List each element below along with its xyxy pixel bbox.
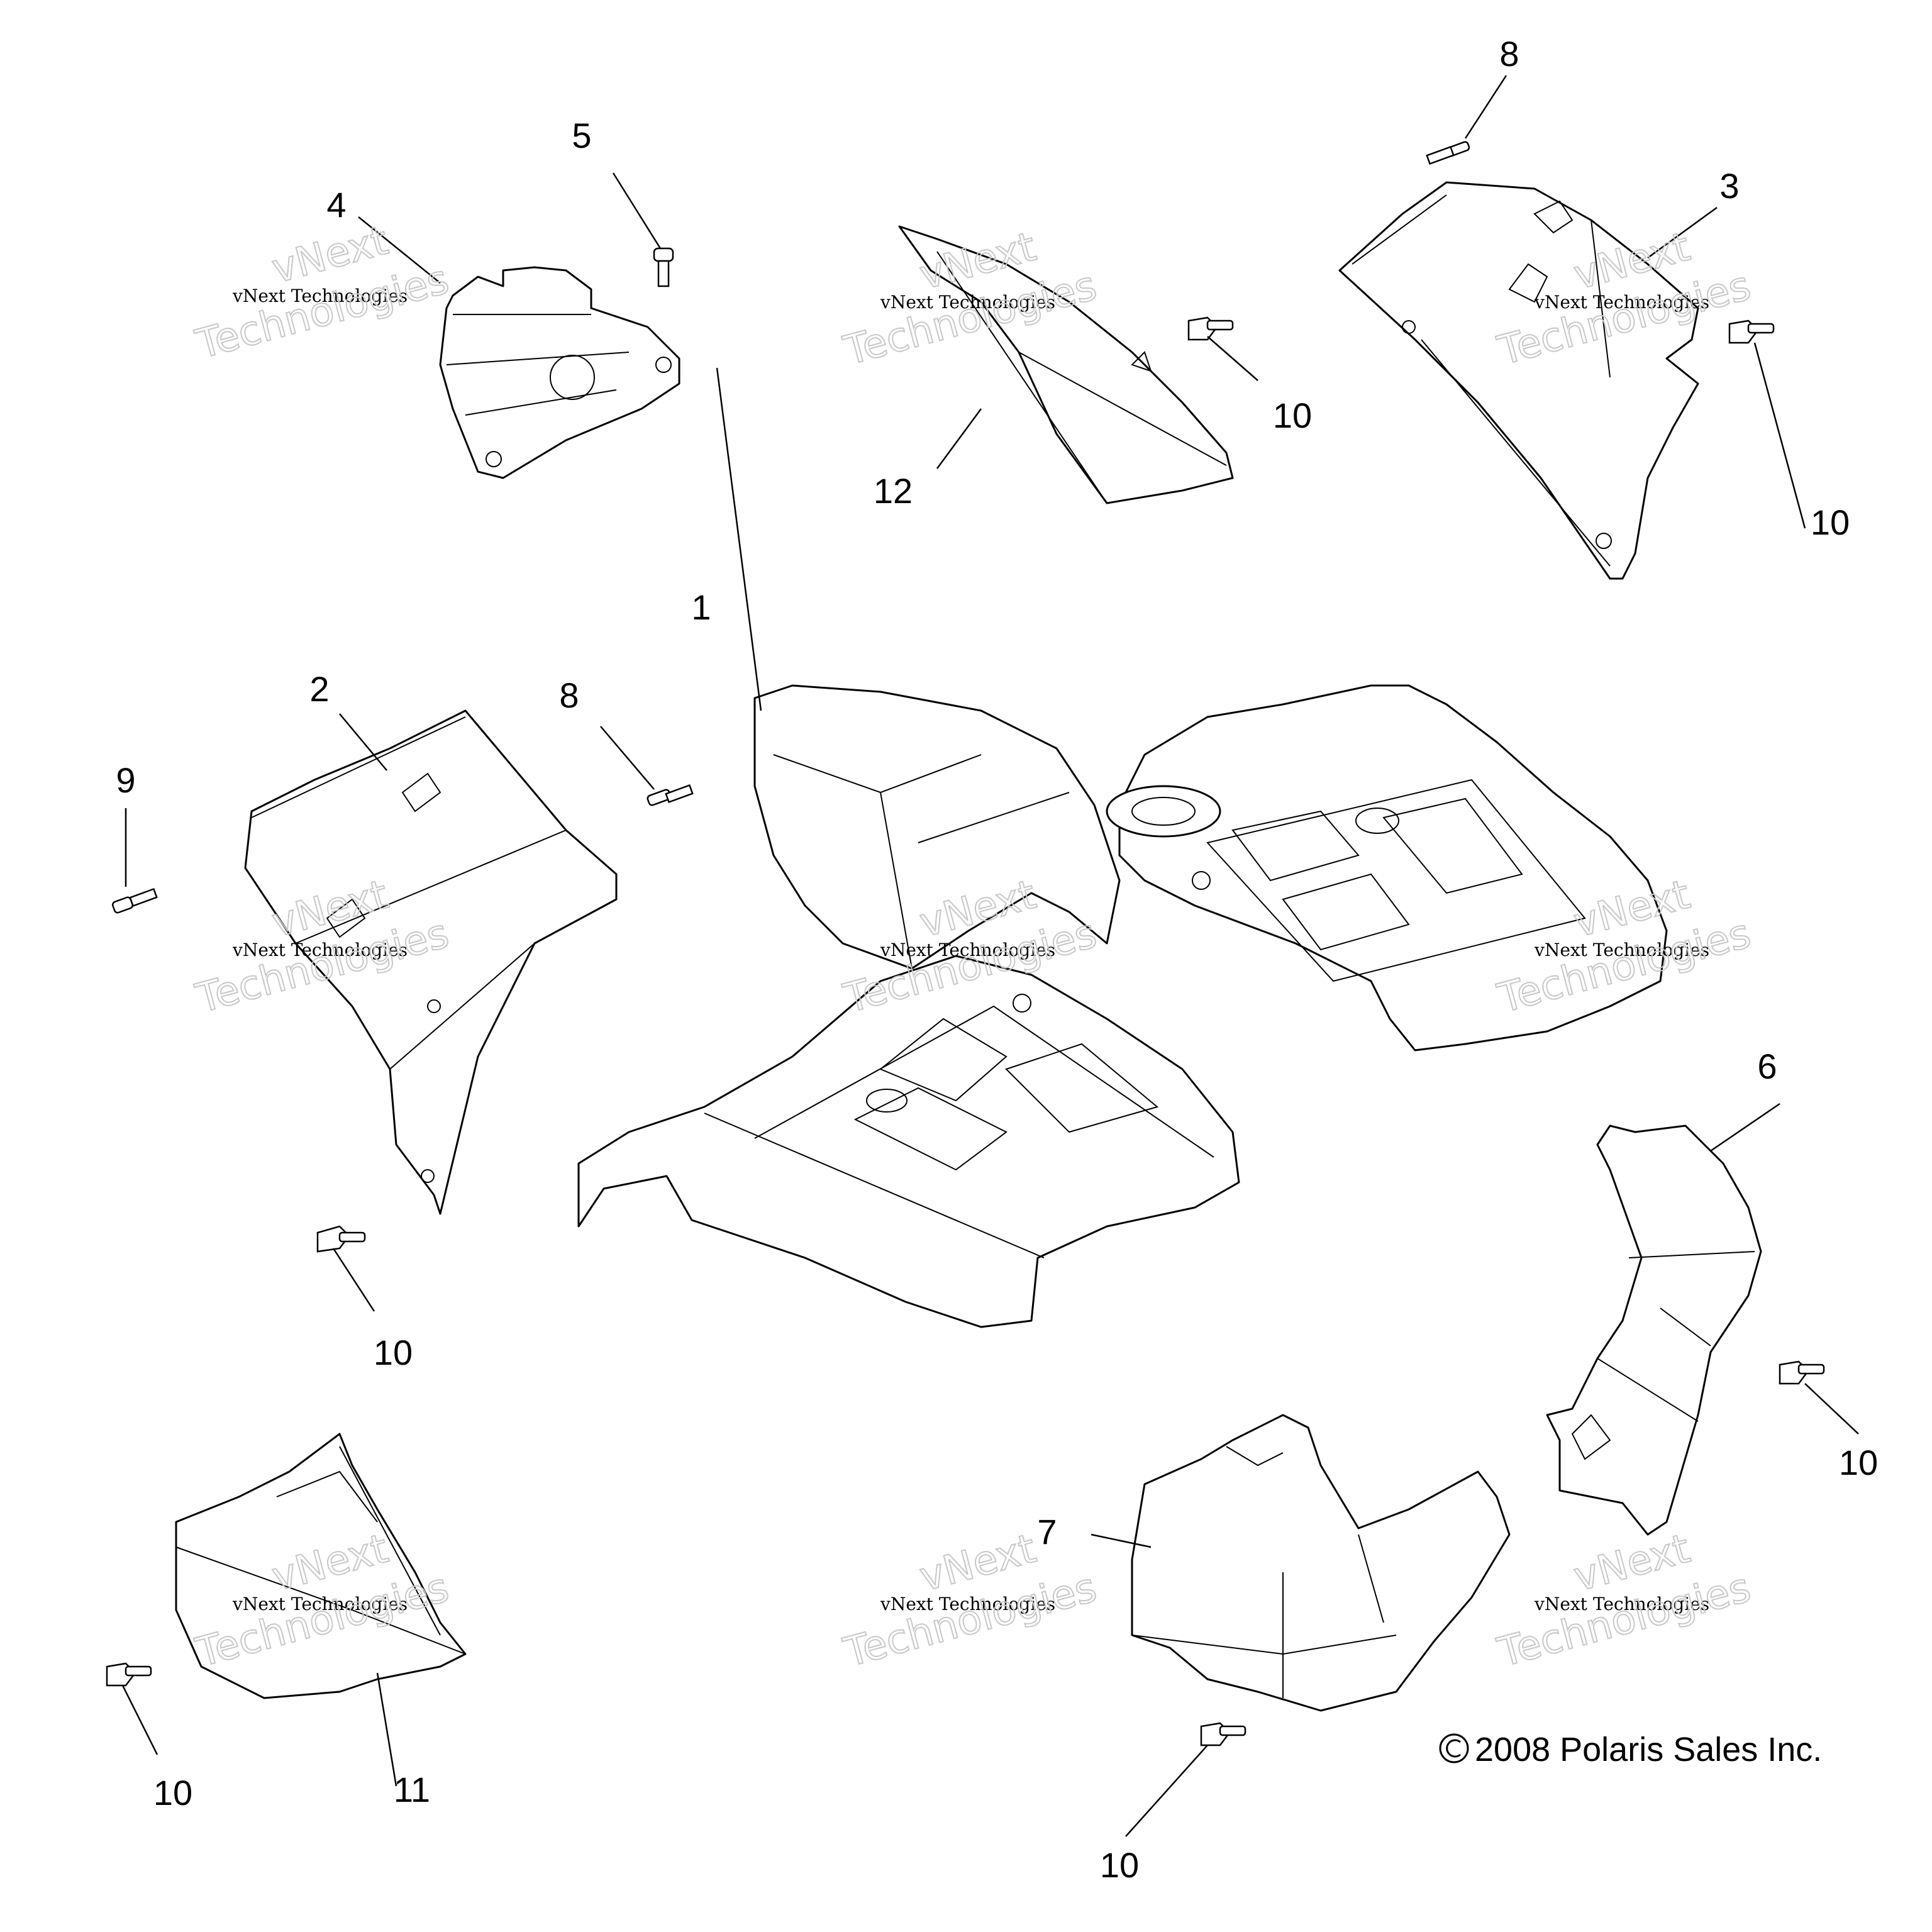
callout-12: 12 xyxy=(874,471,913,511)
rivet-10-b-fastener xyxy=(1187,316,1234,341)
watermark-bottom-center: vNext vNext Technologies Technologies xyxy=(838,1525,1102,1677)
svg-text:vNext Technologies: vNext Technologies xyxy=(1534,1594,1709,1614)
part-2-side-panel xyxy=(244,709,618,1215)
watermark-top-left: vNext vNext Technologies Technologies xyxy=(191,217,454,369)
screw-8-mid-fastener xyxy=(647,784,694,806)
callout-10-f: 10 xyxy=(153,1773,192,1813)
callout-11: 11 xyxy=(394,1770,430,1809)
part-4-cover xyxy=(439,266,680,479)
part-6-lower-panel xyxy=(1546,1124,1762,1536)
callout-6: 6 xyxy=(1757,1046,1777,1086)
svg-text:vNext Technologies: vNext Technologies xyxy=(1534,292,1709,313)
rivet-10-c-fastener xyxy=(1728,319,1775,344)
leader-lines xyxy=(121,75,1859,1837)
svg-text:vNext Technologies: vNext Technologies xyxy=(880,940,1055,960)
part-3-side-panel xyxy=(1338,181,1699,580)
screw-8-top-fastener xyxy=(1426,141,1470,165)
screw-9-fastener xyxy=(111,887,158,914)
svg-text:vNext Technologies: vNext Technologies xyxy=(232,286,408,306)
callout-9: 9 xyxy=(116,760,135,800)
rivet-10-a-fastener xyxy=(316,1225,366,1253)
callout-10-e: 10 xyxy=(1100,1845,1139,1885)
svg-text:vNext Technologies: vNext Technologies xyxy=(1534,940,1709,960)
callout-10-a: 10 xyxy=(374,1333,413,1372)
callout-1: 1 xyxy=(691,587,711,627)
copyright-text: 2008 Polaris Sales Inc. xyxy=(1475,1731,1822,1768)
svg-text:vNext Technologies: vNext Technologies xyxy=(880,292,1055,313)
callout-10-d: 10 xyxy=(1839,1443,1878,1482)
callout-5: 5 xyxy=(572,116,591,155)
callout-3: 3 xyxy=(1719,166,1739,206)
rivet-10-f-fastener xyxy=(106,1662,152,1687)
callout-8-mid: 8 xyxy=(559,675,579,715)
part-7-lower-cover xyxy=(1131,1414,1511,1712)
screw-5-fastener xyxy=(653,247,674,287)
rivet-10-e-fastener xyxy=(1200,1722,1246,1746)
callout-10-b: 10 xyxy=(1273,396,1312,435)
callout-10-c: 10 xyxy=(1811,502,1850,542)
callout-4: 4 xyxy=(326,185,346,225)
part-11-bracket xyxy=(175,1433,467,1699)
callout-8-top: 8 xyxy=(1499,34,1519,74)
svg-text:vNext Technologies: vNext Technologies xyxy=(232,1594,408,1614)
svg-text:vNext Technologies: vNext Technologies xyxy=(880,1594,1055,1614)
callout-2: 2 xyxy=(309,669,329,709)
part-1-fender-assembly xyxy=(577,684,1668,1328)
svg-text:vNext Technologies: vNext Technologies xyxy=(232,940,408,960)
copyright-icon xyxy=(1439,1733,1469,1763)
watermark-bottom-right: vNext vNext Technologies Technologies xyxy=(1492,1525,1756,1677)
callout-7: 7 xyxy=(1037,1512,1057,1552)
copyright-notice: 2008 Polaris Sales Inc. xyxy=(1439,1731,1822,1768)
rivet-10-d-fastener xyxy=(1779,1360,1825,1385)
part-12-bracket xyxy=(898,225,1234,504)
copyright-icon-c xyxy=(1446,1739,1461,1758)
